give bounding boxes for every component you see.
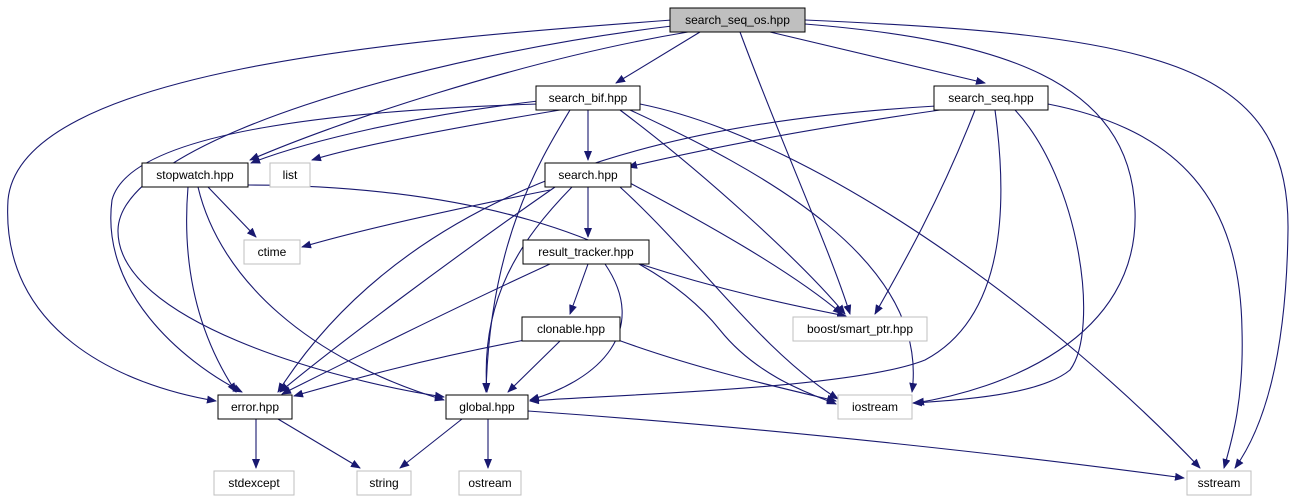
node-search-bif[interactable]: search_bif.hpp xyxy=(535,85,641,111)
node-label: iostream xyxy=(852,400,898,414)
edge-result_tracker-to-global xyxy=(529,263,623,402)
node-label: stopwatch.hpp xyxy=(156,168,234,182)
node-box xyxy=(669,7,806,33)
edge-search_seq_os-to-sstream xyxy=(804,19,1289,469)
edge-search_seq_os-to-stopwatch xyxy=(249,31,689,161)
node-label: ctime xyxy=(258,245,287,259)
edge-search_bif-to-sstream xyxy=(639,103,1201,469)
edge-search_seq_os-to-boost_smart_ptr xyxy=(739,31,852,315)
node-label: search.hpp xyxy=(558,168,618,182)
edge-search_seq_os-to-search_bif xyxy=(615,31,701,84)
node-result-tracker[interactable]: result_tracker.hpp xyxy=(522,239,650,265)
edge-search_bif-to-boost_smart_ptr xyxy=(619,109,846,315)
node-list[interactable]: list xyxy=(269,162,311,188)
node-ostream[interactable]: ostream xyxy=(458,470,522,496)
edge-search-to-global xyxy=(482,186,573,393)
edge-search-to-ctime xyxy=(301,189,551,249)
node-label: result_tracker.hpp xyxy=(538,245,634,259)
node-stdexcept[interactable]: stdexcept xyxy=(213,470,295,496)
node-label: search_seq_os.hpp xyxy=(685,13,790,27)
node-label: error.hpp xyxy=(231,400,279,414)
edge-stopwatch-to-ctime xyxy=(207,186,257,238)
node-clonable[interactable]: clonable.hpp xyxy=(521,316,621,342)
node-sstream[interactable]: sstream xyxy=(1186,470,1252,496)
node-label: global.hpp xyxy=(459,400,515,414)
edge-global-to-string xyxy=(399,418,463,469)
node-string[interactable]: string xyxy=(356,470,412,496)
node-box xyxy=(933,85,1049,111)
edge-clonable-to-global xyxy=(507,340,561,393)
node-box xyxy=(356,470,412,496)
node-search-seq-os[interactable]: search_seq_os.hpp xyxy=(669,7,806,33)
node-box xyxy=(522,239,650,265)
edge-result_tracker-to-error xyxy=(281,263,551,395)
node-box xyxy=(521,316,621,342)
edge-search-to-boost_smart_ptr xyxy=(627,181,843,315)
node-label: list xyxy=(283,168,298,182)
nodes-layer: search_seq_os.hpp search_bif.hpp search_se… xyxy=(141,7,1252,496)
node-box xyxy=(535,85,641,111)
edge-search_bif-to-error xyxy=(110,103,539,393)
node-search[interactable]: search.hpp xyxy=(544,162,632,188)
node-box xyxy=(141,162,249,188)
node-box xyxy=(213,470,295,496)
node-label: stdexcept xyxy=(228,476,280,490)
node-box xyxy=(269,162,311,188)
node-box xyxy=(445,394,529,420)
edge-search_bif-to-list xyxy=(311,109,561,162)
node-label: search_seq.hpp xyxy=(948,91,1034,105)
edge-search_seq-to-search xyxy=(627,109,941,169)
node-label: search_bif.hpp xyxy=(549,91,628,105)
node-label: boost/smart_ptr.hpp xyxy=(807,322,913,336)
edge-search-to-iostream xyxy=(619,186,839,400)
node-box xyxy=(458,470,522,496)
node-box xyxy=(217,394,293,420)
node-search-seq[interactable]: search_seq.hpp xyxy=(933,85,1049,111)
edges-layer xyxy=(7,19,1289,481)
edge-stopwatch-to-iostream xyxy=(247,184,837,405)
edge-error-to-string xyxy=(277,418,361,469)
edge-clonable-to-error xyxy=(293,339,526,398)
edge-search_seq_os-to-error xyxy=(7,19,673,404)
edge-result_tracker-to-boost_smart_ptr xyxy=(639,263,847,319)
node-box xyxy=(837,394,913,420)
edge-stopwatch-to-global xyxy=(197,186,445,402)
node-error[interactable]: error.hpp xyxy=(217,394,293,420)
node-ctime[interactable]: ctime xyxy=(243,239,301,265)
edge-search-to-error xyxy=(279,186,556,393)
edge-search_bif-to-stopwatch xyxy=(250,100,539,164)
node-box xyxy=(1186,470,1252,496)
node-box xyxy=(792,316,928,342)
node-label: sstream xyxy=(1198,476,1241,490)
edge-search_seq-to-iostream xyxy=(912,109,1085,407)
node-label: clonable.hpp xyxy=(537,322,605,336)
edge-result_tracker-to-clonable xyxy=(569,263,589,315)
edge-search_seq_os-to-search_seq xyxy=(769,31,986,85)
edge-search_seq-to-sstream xyxy=(1047,103,1243,469)
node-box xyxy=(243,239,301,265)
edge-search_seq-to-global xyxy=(529,109,1002,405)
node-label: string xyxy=(369,476,398,490)
edge-search_seq_os-to-iostream xyxy=(804,23,1136,406)
node-global[interactable]: global.hpp xyxy=(445,394,529,420)
edge-search_seq-to-boost_smart_ptr xyxy=(874,109,976,315)
node-boost-smart-ptr[interactable]: boost/smart_ptr.hpp xyxy=(792,316,928,342)
edge-stopwatch-to-error xyxy=(186,186,237,393)
edge-search_bif-to-iostream xyxy=(629,109,918,393)
node-label: ostream xyxy=(468,476,511,490)
node-stopwatch[interactable]: stopwatch.hpp xyxy=(141,162,249,188)
edge-clonable-to-iostream xyxy=(617,339,837,403)
node-iostream[interactable]: iostream xyxy=(837,394,913,420)
node-box xyxy=(544,162,632,188)
edge-global-to-sstream xyxy=(527,410,1185,481)
